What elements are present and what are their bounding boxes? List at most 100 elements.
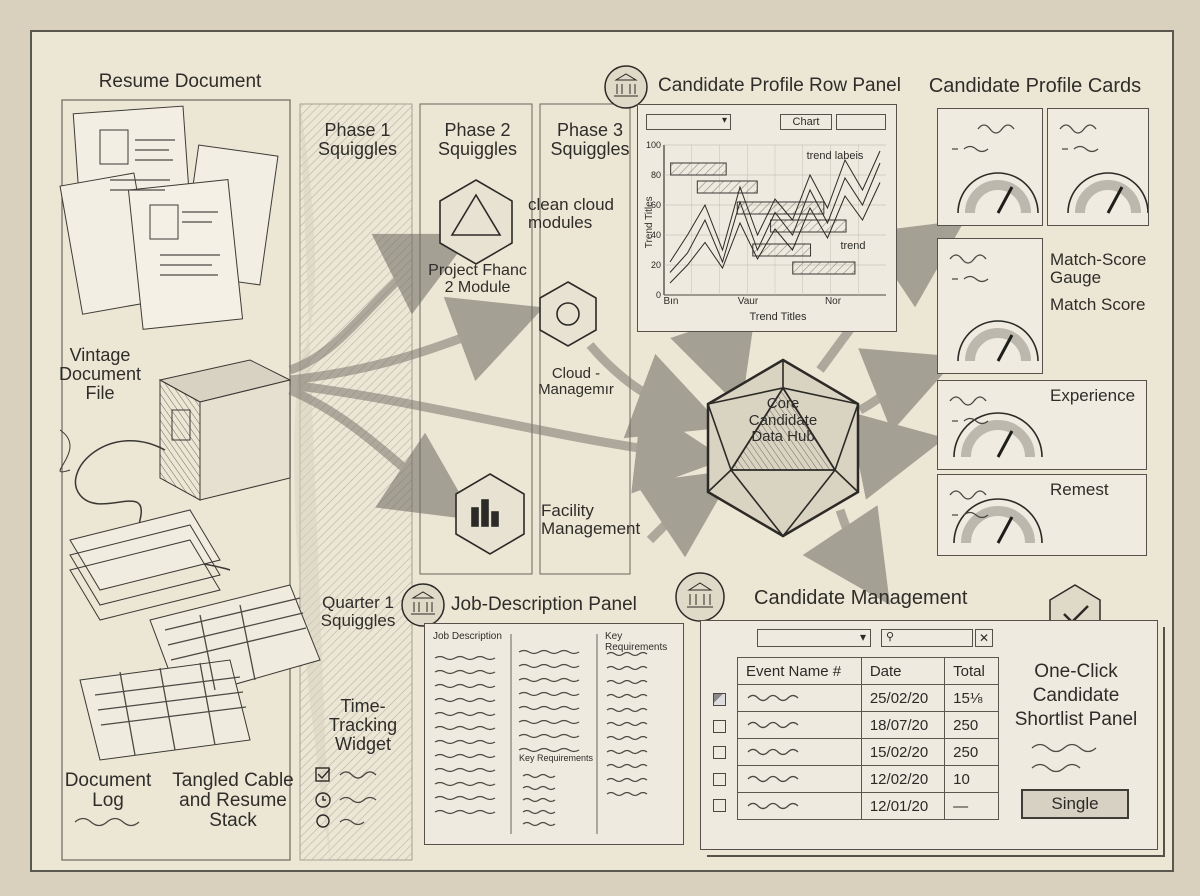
tangled-cable-label: Tangled Cable and Resume Stack: [172, 770, 294, 831]
job-description-panel: Job Description Key Requirements Key Req…: [424, 623, 684, 845]
chart-xlabel: Trend Titles: [749, 311, 807, 323]
search-input[interactable]: ⚲: [881, 629, 973, 647]
trend-labels-annotation: trend labeis: [806, 150, 864, 162]
gauge-needle: [996, 186, 1014, 214]
profile-row-panel-title: Candidate Profile Row Panel: [658, 75, 901, 96]
document-log-label: Document Log: [64, 770, 152, 811]
close-button[interactable]: ✕: [975, 629, 993, 647]
total-cell: 250: [944, 711, 999, 739]
job-text-squiggle: [434, 649, 648, 827]
match-gauge-label: Match-Score Gauge: [1050, 250, 1147, 287]
event-squiggle: [747, 721, 799, 728]
shortlist-title: One-Click Candidate Shortlist Panel: [1014, 661, 1138, 730]
close-icon: ✕: [978, 631, 990, 645]
job-text-lines: [434, 634, 648, 834]
card-text-lines: [949, 396, 989, 425]
match-score-gauge: [949, 490, 1043, 544]
event-name-cell: [737, 711, 862, 739]
event-name-cell: [737, 765, 862, 793]
table-row[interactable]: 12/01/20—: [737, 792, 999, 820]
match-score-gauge: [949, 396, 1043, 458]
date-cell: 25/02/20: [860, 684, 946, 712]
candidate-management-title: Candidate Management: [754, 587, 968, 609]
chart-ylabel: Trend Titles: [643, 196, 655, 249]
date-cell: 18/07/20: [860, 711, 946, 739]
row-checkbox[interactable]: [713, 799, 726, 812]
table-header-row: Event Name # Date Total: [737, 657, 999, 685]
date-cell: 12/02/20: [860, 765, 946, 793]
cloud-management-label: Cloud - Managemır: [538, 365, 614, 398]
phase3-label: Phase 3 Squiggles: [550, 120, 630, 159]
gantt-bar: [696, 180, 758, 194]
header-date[interactable]: Date: [860, 657, 946, 685]
y-tick-label: 80: [651, 170, 661, 180]
gauge-arc: [953, 412, 1043, 458]
y-tick-label: 60: [651, 200, 661, 210]
event-name-cell: [737, 738, 862, 766]
row-checkbox[interactable]: [713, 719, 726, 733]
profile-card[interactable]: [937, 474, 1147, 556]
gauge-arc: [957, 320, 1039, 362]
key-requirements-subheading: Key Requirements: [519, 753, 594, 763]
chart-toggle-button[interactable]: Chart: [780, 114, 832, 130]
match-score-gauge: [949, 254, 1039, 362]
date-cell: 15/02/20: [860, 738, 946, 766]
trend-series-line: [669, 162, 881, 273]
card-text-lines: [949, 254, 989, 283]
single-button[interactable]: Single: [1021, 789, 1129, 819]
gauge-arc: [953, 498, 1043, 544]
key-requirements-heading: Key Requirements: [605, 631, 668, 653]
search-icon: ⚲: [886, 631, 895, 643]
match-score-gauge: [952, 124, 1039, 214]
profile-card[interactable]: [1047, 108, 1149, 226]
profile-card[interactable]: [937, 108, 1043, 226]
chart-options-button[interactable]: [836, 114, 886, 130]
gauge-band: [961, 506, 1035, 544]
filter-select[interactable]: ▾: [757, 629, 871, 647]
trend-series-line: [669, 182, 881, 284]
chart-select[interactable]: ▾: [646, 114, 731, 130]
phase2-label: Phase 2 Squiggles: [437, 120, 518, 159]
vintage-file-label: Vintage Document File: [58, 345, 142, 403]
gantt-bar: [752, 243, 812, 257]
clean-cloud-label: clean cloud modules: [528, 195, 615, 232]
job-description-heading: Job Description: [433, 631, 502, 642]
total-cell: —: [944, 792, 999, 820]
hub-icosahedron: [706, 358, 860, 538]
gauge-band: [961, 420, 1035, 458]
header-event-name[interactable]: Event Name #: [737, 657, 862, 685]
time-tracking-label: Time-Tracking Widget: [328, 696, 398, 754]
profile-card[interactable]: [937, 380, 1147, 470]
card-text-lines: [952, 124, 1015, 153]
row-checkbox[interactable]: [713, 772, 726, 786]
project-module-label: Project Fhanc 2 Module: [428, 262, 527, 296]
total-cell: 15⅛: [944, 684, 999, 712]
total-cell: 10: [944, 765, 999, 793]
gauge-band: [965, 328, 1031, 362]
job-panel-title: Job-Description Panel: [451, 594, 637, 615]
ledger-stack-drawing: [69, 509, 321, 761]
gauge-needle: [996, 430, 1014, 458]
header-total[interactable]: Total: [944, 657, 999, 685]
date-cell: 12/01/20: [860, 792, 946, 820]
row-checkbox[interactable]: [713, 693, 726, 706]
x-tick-2: Vaur: [737, 296, 759, 307]
row-checkbox[interactable]: [713, 746, 726, 759]
event-name-cell: [737, 684, 862, 712]
gantt-bar: [792, 261, 856, 275]
gauge-needle: [996, 334, 1014, 362]
event-squiggle: [747, 775, 799, 782]
x-tick-3: Nor: [824, 296, 842, 307]
profile-card[interactable]: [937, 238, 1043, 374]
y-tick-label: 0: [656, 290, 661, 300]
card-text-lines: [949, 490, 989, 519]
experience-label: Experience: [1050, 386, 1136, 405]
